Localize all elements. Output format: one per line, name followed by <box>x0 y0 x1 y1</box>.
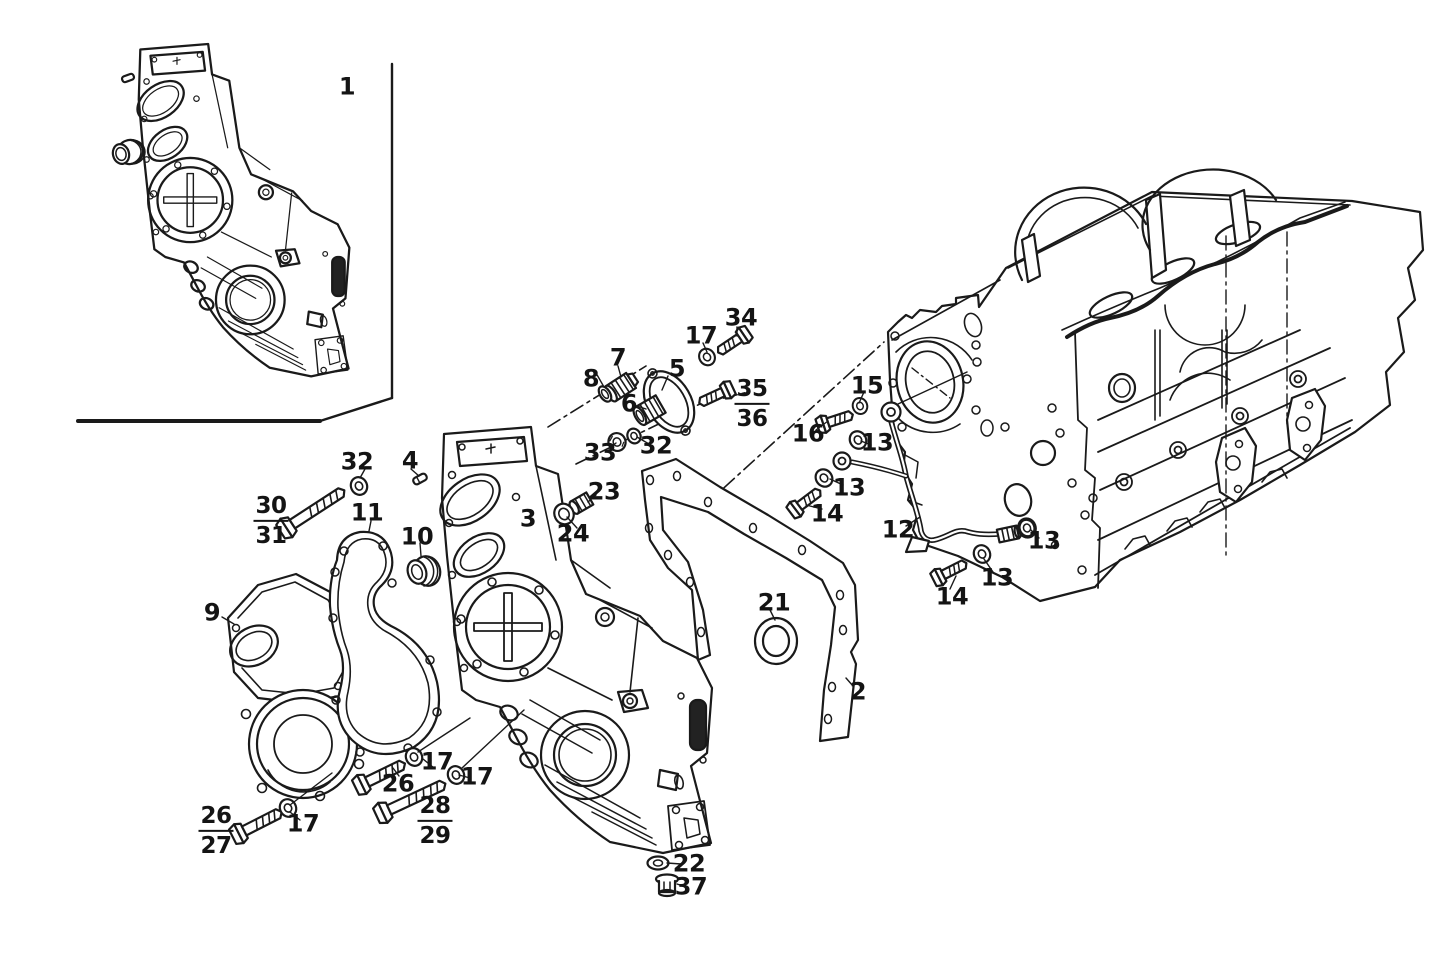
inset-border <box>76 62 394 423</box>
inset-seal-ring <box>111 138 146 166</box>
engine-block-illustration <box>886 168 1425 603</box>
timing-case-gasket <box>640 457 860 743</box>
oil-pipe <box>832 371 1023 554</box>
assembled-case-inset <box>76 42 394 423</box>
leader-lines <box>221 326 1040 887</box>
crankshaft-seal <box>753 616 799 666</box>
camshaft-seal-ring <box>406 555 442 587</box>
water-pump-gasket <box>328 530 442 757</box>
fasteners-and-washers <box>226 323 1037 898</box>
